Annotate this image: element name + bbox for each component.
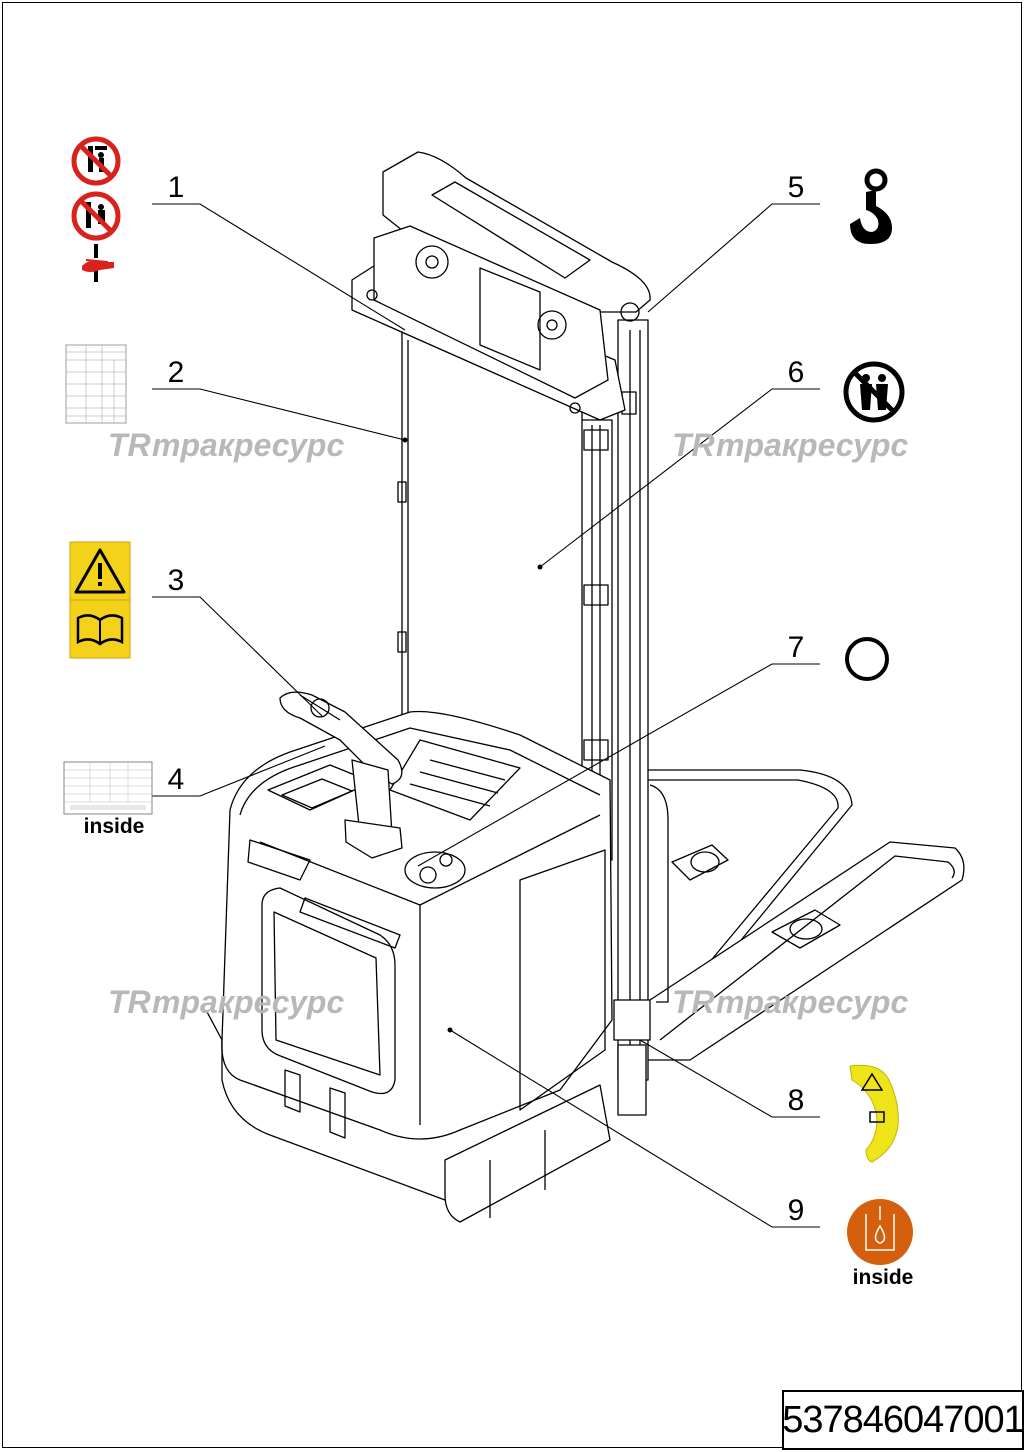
hand-crush-hazard-icon (82, 244, 114, 282)
watermark-logo-icon: TR (108, 984, 151, 1020)
watermark-logo-icon: TR (108, 427, 151, 463)
watermark-text: тракресурс (716, 427, 908, 463)
nameplate-icon (63, 761, 153, 815)
pallet-stacker-drawing (205, 151, 965, 1223)
callout-number-6: 6 (788, 356, 805, 389)
callout-number-4: 4 (168, 763, 185, 796)
watermark-bottom-right: TR тракресурс (672, 984, 908, 1020)
no-people-on-forks-icon (843, 361, 905, 423)
decal-4-note: inside (84, 815, 145, 838)
watermark-logo-icon: TR (672, 427, 715, 463)
yellow-warning-curved-icon (849, 1064, 899, 1163)
watermark-top-right: TR тракресурс (672, 427, 908, 463)
callout-number-8: 8 (788, 1084, 805, 1117)
callout-number-3: 3 (168, 564, 185, 597)
callout-number-9: 9 (788, 1194, 805, 1227)
no-riding-under-load-icon (71, 136, 121, 186)
part-number-box: 537846047001 (782, 1390, 1025, 1450)
svg-text:TR: TR (108, 984, 151, 1020)
callout-number-7: 7 (788, 631, 805, 664)
side-guard (649, 784, 669, 1003)
watermark-bottom-left: TR тракресурс (108, 984, 344, 1020)
watermark-top-left: TR тракресурс (108, 427, 344, 463)
watermark-logo-icon: TR (672, 984, 715, 1020)
mast-post-right (613, 319, 651, 1116)
svg-text:TR: TR (672, 427, 715, 463)
watermark-text: тракресурс (716, 984, 908, 1020)
warning-read-manual-icon (69, 541, 131, 659)
no-passenger-icon (71, 191, 121, 241)
capacity-chart-icon (65, 344, 127, 424)
lifting-hook-icon (850, 168, 892, 244)
tiller-handle (279, 691, 403, 859)
callout-number-5: 5 (788, 171, 805, 204)
fork-left (639, 841, 965, 1061)
circle-marker-icon (845, 637, 889, 681)
decal-9-note: inside (853, 1266, 914, 1289)
fork-right (639, 769, 853, 1013)
svg-text:TR: TR (672, 984, 715, 1020)
watermark-text: тракресурс (152, 427, 344, 463)
leader-dots (402, 437, 543, 1033)
tractor-chassis (205, 710, 613, 1223)
hydraulic-oil-icon (847, 1199, 913, 1265)
watermark-text: тракресурс (152, 984, 344, 1020)
callout-number-1: 1 (168, 171, 185, 204)
svg-text:TR: TR (108, 427, 151, 463)
leader-lines (152, 203, 820, 1228)
callout-number-2: 2 (168, 356, 185, 389)
part-number: 537846047001 (782, 1398, 1025, 1441)
mast-top-head (351, 151, 651, 421)
